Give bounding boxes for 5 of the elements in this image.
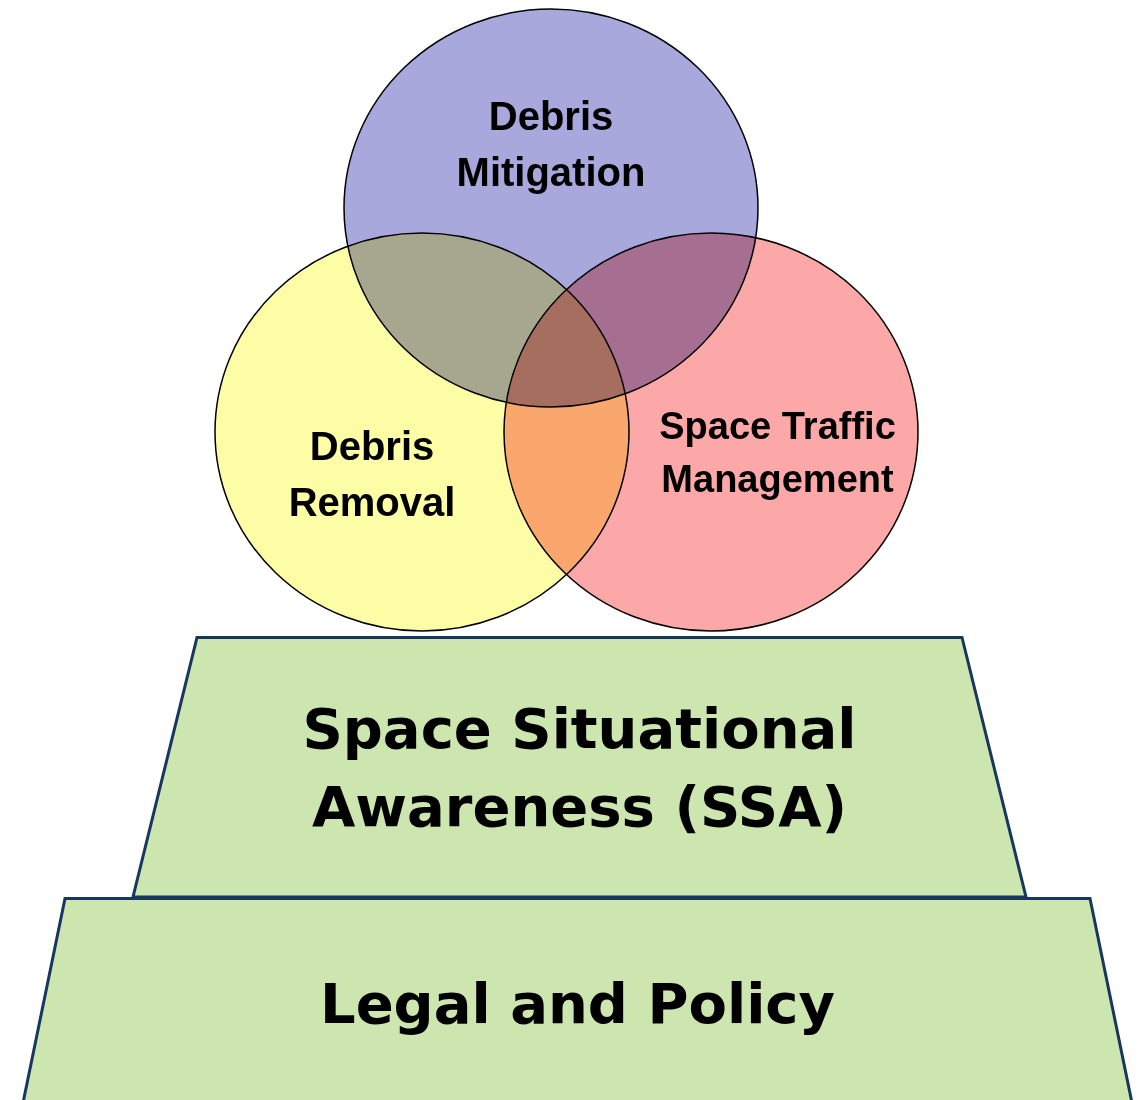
circle-label: Debris Mitigation <box>455 93 647 196</box>
circle-label: Space Traffic Management <box>658 404 897 503</box>
tier-label: Space Situational Awareness (SSA) <box>301 695 858 842</box>
circle-label: Debris Removal <box>287 423 457 526</box>
tier-label: Legal and Policy <box>318 970 837 1038</box>
